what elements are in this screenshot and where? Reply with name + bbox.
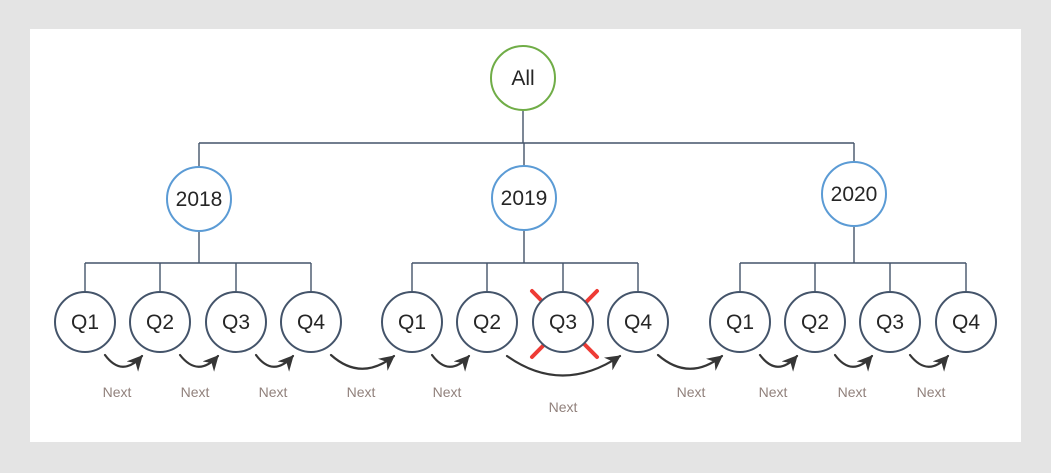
node-2020-q2: Q2 bbox=[784, 291, 846, 353]
node-all-label: All bbox=[511, 66, 535, 90]
node-2018-q2-label: Q2 bbox=[145, 310, 174, 334]
node-2019-q2-label: Q2 bbox=[472, 310, 501, 334]
node-2018-q1-label: Q1 bbox=[70, 310, 99, 334]
node-2018-q3: Q3 bbox=[205, 291, 267, 353]
node-2018-q4: Q4 bbox=[280, 291, 342, 353]
next-label: Next bbox=[346, 384, 376, 400]
node-2019-q3-label: Q3 bbox=[548, 310, 577, 334]
next-label: Next bbox=[180, 384, 210, 400]
node-2019-q2: Q2 bbox=[456, 291, 518, 353]
next-arrow-2019q2-2019q4-skip bbox=[505, 354, 622, 377]
node-2018-label: 2018 bbox=[175, 187, 223, 211]
next-label: Next bbox=[916, 384, 946, 400]
node-2020-q1-label: Q1 bbox=[725, 310, 754, 334]
node-2020-q4-label: Q4 bbox=[951, 310, 980, 334]
next-label: Next bbox=[837, 384, 867, 400]
next-arrow-2018q4-2019q1 bbox=[329, 353, 396, 371]
node-2020-q3: Q3 bbox=[859, 291, 921, 353]
node-2019-q3-crossed-out: Q3 bbox=[532, 291, 594, 353]
node-2020: 2020 bbox=[821, 161, 887, 227]
year-2020-to-quarters-connectors bbox=[739, 227, 967, 291]
node-2018: 2018 bbox=[166, 166, 232, 232]
node-2019-q1-label: Q1 bbox=[397, 310, 426, 334]
next-arrow-2018q2-2018q3 bbox=[178, 353, 220, 372]
year-2018-to-quarters-connectors bbox=[84, 232, 312, 291]
next-label: Next bbox=[432, 384, 462, 400]
next-arrow-2019q1-2019q2 bbox=[430, 353, 471, 372]
next-arrow-2018q1-2018q2 bbox=[103, 353, 144, 372]
next-arrow-2019q4-2020q1 bbox=[656, 353, 724, 371]
slide-canvas: All 2018 2019 2020 Q1 Q2 Q3 Q4 Q1 Q2 Q3 … bbox=[30, 29, 1021, 442]
next-arrow-2018q3-2018q4 bbox=[254, 353, 295, 372]
node-2019-q1: Q1 bbox=[381, 291, 443, 353]
next-arrow-2020q2-2020q3 bbox=[833, 353, 874, 372]
node-2018-q3-label: Q3 bbox=[221, 310, 250, 334]
year-2019-to-quarters-connectors bbox=[411, 231, 639, 291]
node-2019-label: 2019 bbox=[500, 186, 548, 210]
next-label: Next bbox=[102, 384, 132, 400]
next-arrow-2020q3-2020q4 bbox=[908, 353, 950, 372]
node-2018-q4-label: Q4 bbox=[296, 310, 325, 334]
root-to-years-connectors bbox=[198, 111, 855, 166]
node-2020-q4: Q4 bbox=[935, 291, 997, 353]
node-2020-q3-label: Q3 bbox=[875, 310, 904, 334]
node-2020-q1: Q1 bbox=[709, 291, 771, 353]
node-2020-label: 2020 bbox=[830, 182, 878, 206]
next-label: Next bbox=[676, 384, 706, 400]
next-label: Next bbox=[258, 384, 288, 400]
next-label: Next bbox=[758, 384, 788, 400]
next-arrow-2020q1-2020q2 bbox=[758, 353, 799, 372]
node-2020-q2-label: Q2 bbox=[800, 310, 829, 334]
node-2019-q4: Q4 bbox=[607, 291, 669, 353]
node-2019-q4-label: Q4 bbox=[623, 310, 652, 334]
node-2018-q1: Q1 bbox=[54, 291, 116, 353]
next-label: Next bbox=[548, 399, 578, 415]
node-2018-q2: Q2 bbox=[129, 291, 191, 353]
next-arrows bbox=[103, 353, 950, 377]
node-2019: 2019 bbox=[491, 165, 557, 231]
node-all: All bbox=[490, 45, 556, 111]
